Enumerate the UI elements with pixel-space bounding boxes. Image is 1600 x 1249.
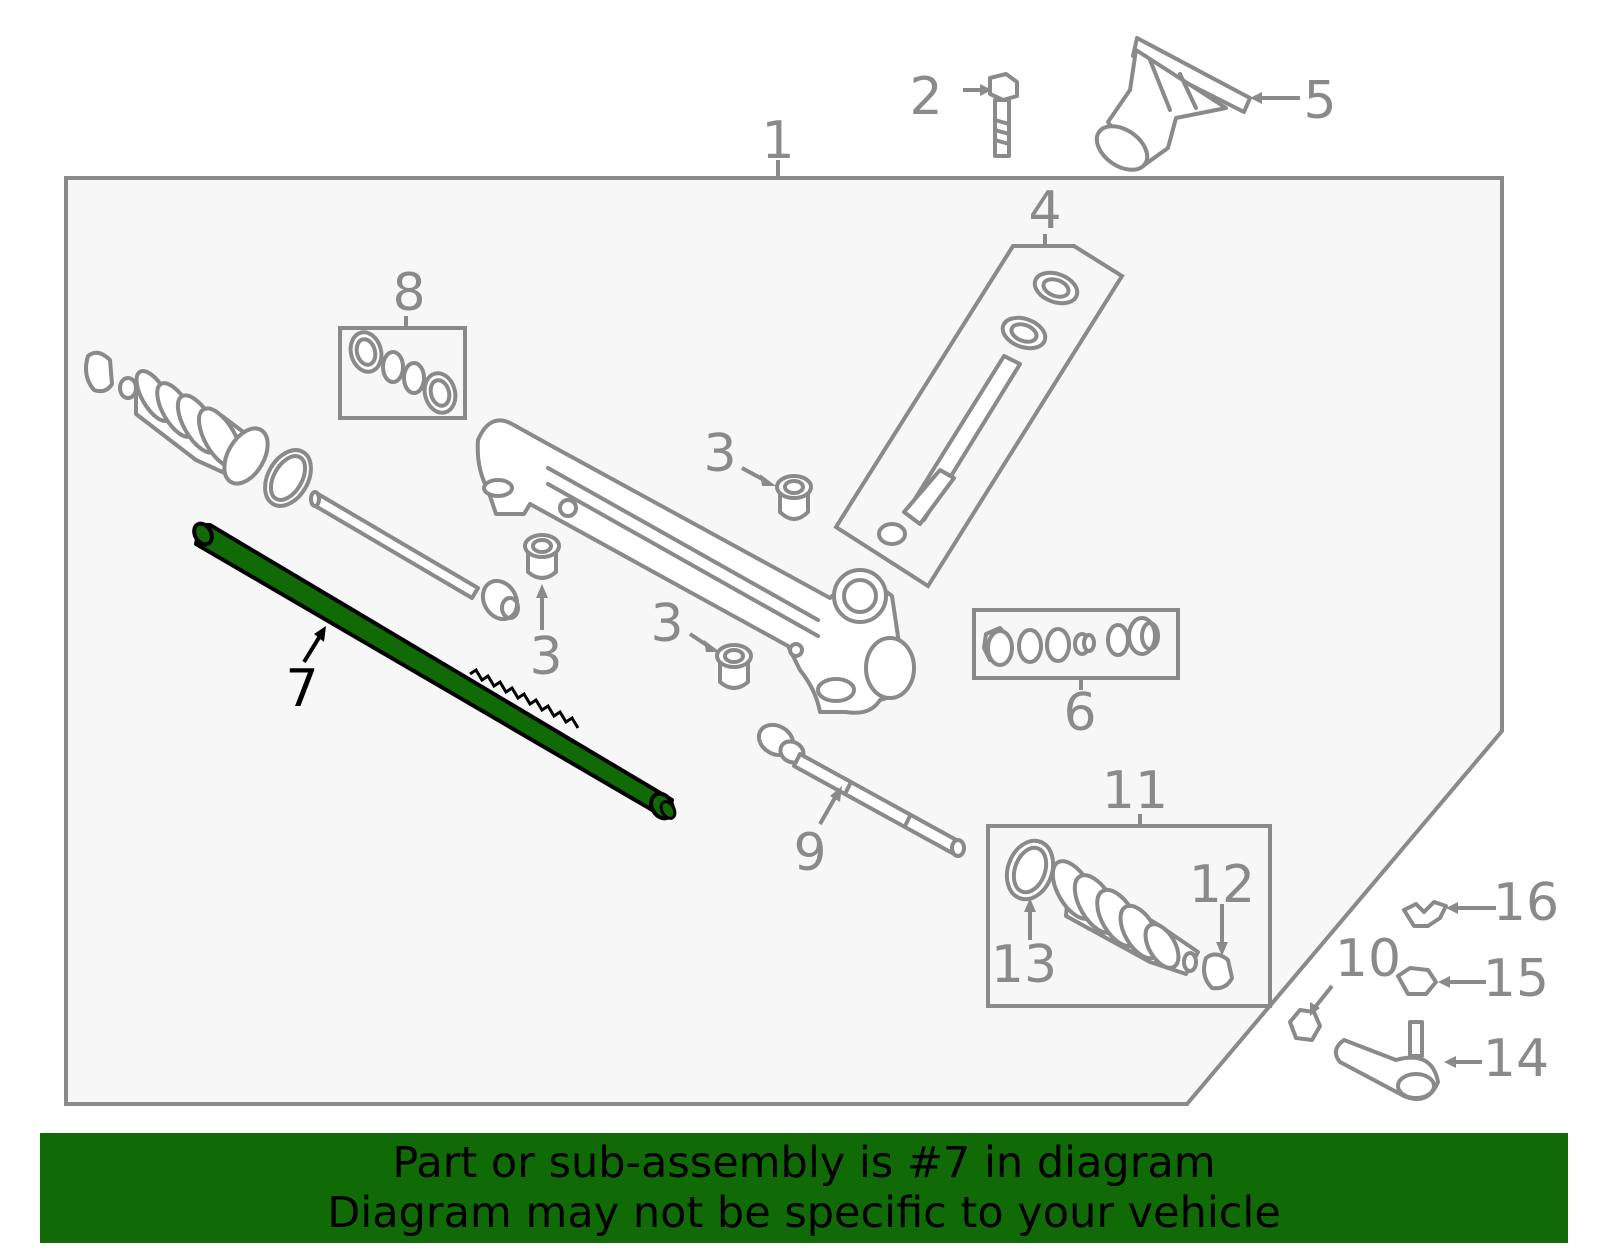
seal-kit-box-part-8[interactable] (338, 316, 467, 420)
callout-3-lower: 3 (650, 594, 683, 654)
callout-2: 2 (909, 67, 942, 127)
callout-8: 8 (392, 263, 425, 323)
tie-rod-end-part-14[interactable] (1333, 1020, 1482, 1101)
bolt-part-2[interactable] (963, 72, 1019, 158)
info-banner: Part or sub-assembly is #7 in diagram Di… (40, 1133, 1568, 1243)
callout-1: 1 (761, 111, 794, 171)
callout-3-middle: 3 (529, 627, 562, 687)
seal-kit-box-part-6[interactable] (972, 608, 1180, 690)
cover-part-5[interactable] (1089, 36, 1300, 179)
callout-14: 14 (1483, 1029, 1549, 1089)
clip-part-16[interactable] (1402, 900, 1496, 928)
callout-11: 11 (1102, 761, 1168, 821)
tie-rod-part-9[interactable] (753, 719, 966, 858)
rack-shaft-part-7[interactable] (191, 520, 678, 822)
callout-16: 16 (1493, 873, 1559, 933)
nut-part-10[interactable] (1288, 984, 1334, 1042)
callout-3-upper: 3 (703, 424, 736, 484)
bushing-part-3-lower[interactable] (688, 632, 753, 690)
boot-kit-box-part-11[interactable] (986, 814, 1272, 1008)
callout-6: 6 (1063, 683, 1096, 743)
rack-housing (475, 418, 916, 715)
callout-10: 10 (1335, 929, 1401, 989)
banner-line-1: Part or sub-assembly is #7 in diagram (392, 1138, 1216, 1188)
pinion-kit-box-part-4[interactable] (833, 234, 1125, 589)
nut-part-15[interactable] (1396, 966, 1486, 996)
callout-9: 9 (793, 823, 826, 883)
banner-line-2: Diagram may not be specific to your vehi… (327, 1188, 1281, 1238)
callout-15: 15 (1483, 949, 1549, 1009)
callout-5: 5 (1303, 71, 1336, 131)
left-boot-assembly (84, 350, 520, 622)
callout-4: 4 (1028, 181, 1061, 241)
callout-12: 12 (1189, 855, 1255, 915)
callout-7: 7 (285, 659, 318, 719)
callout-13: 13 (991, 935, 1057, 995)
bushing-part-3-middle[interactable] (523, 533, 561, 630)
bushing-part-3-upper[interactable] (741, 466, 813, 521)
